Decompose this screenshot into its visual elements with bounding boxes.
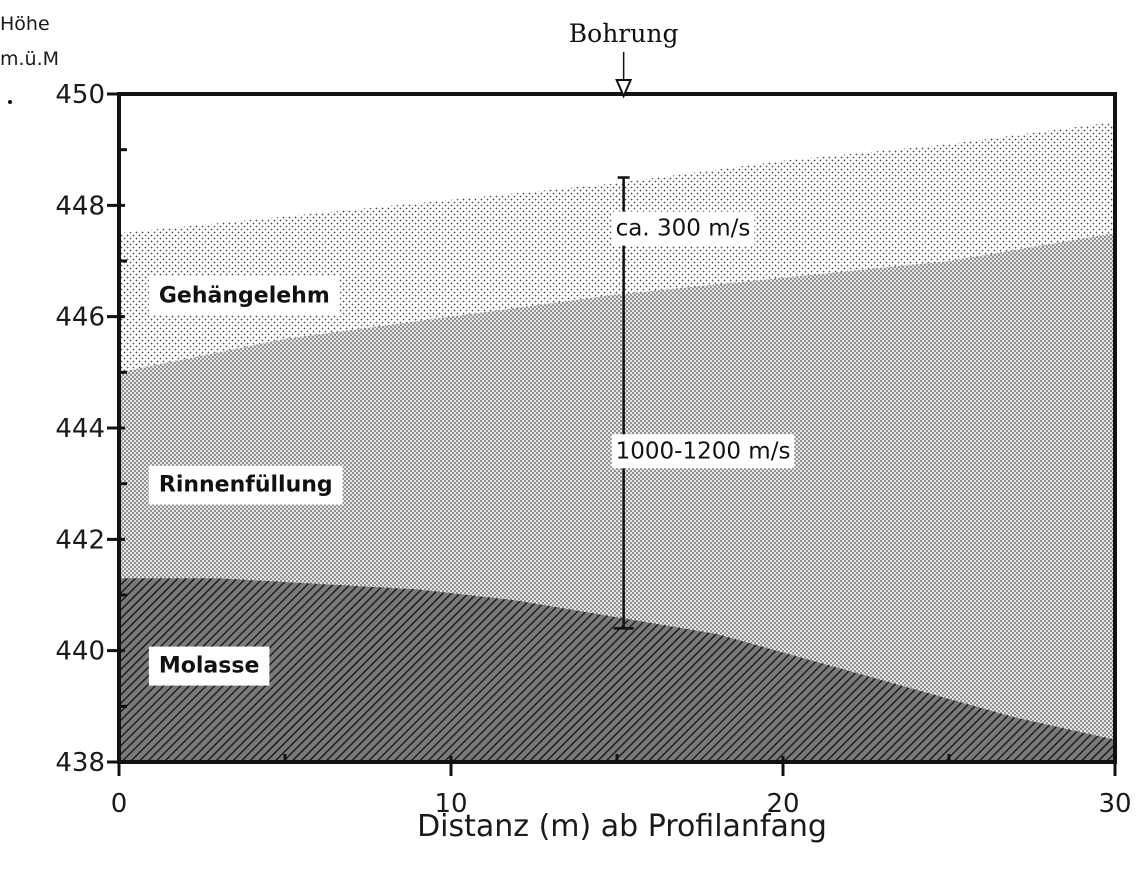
layer-label-background [148,646,270,686]
layer-label-rinnenfllung: Rinnenfüllung [148,465,343,505]
y-tick-label: 444 [55,414,105,444]
x-axis-label: Distanz (m) ab Profilanfang [417,809,827,844]
y-axis-label-line1: Höhe [0,13,50,35]
x-tick-labels: 0 10 20 30 [111,789,1132,819]
x-tick-label: 10 [434,789,467,819]
layer-label-text: Gehängelehm [159,283,330,308]
layer-label-text: Rinnenfüllung [159,473,333,498]
y-axis-label-line2: m.ü.M [0,48,59,70]
x-tick-label: 20 [766,789,799,819]
layer-molasse-area [119,578,1115,762]
layer-label-background [148,465,343,505]
y-tick-label: 442 [55,525,105,555]
borehole-marker-icon [615,79,633,99]
velocity-label: ca. 300 m/s [611,211,755,246]
borehole: Bohrung ca. 300 m/s 1000-1200 m/s [569,19,795,630]
y-tick-label: 440 [55,637,105,667]
y-tick-label: 448 [55,191,105,221]
x-tick-label: 0 [111,789,128,819]
y-tick-label: 438 [55,748,105,778]
velocity-label-background [611,211,755,246]
layer-label-molasse: Molasse [148,646,270,686]
y-tick-label: 446 [55,303,105,333]
stray-dot-mark [8,100,12,104]
velocity-label-text: 1000-1200 m/s [616,438,791,464]
borehole-label: Bohrung [569,19,679,48]
tick-marks [107,92,1117,776]
layer-label-gehngelehm: Gehängelehm [148,276,340,316]
velocity-label-background [611,434,795,469]
velocity-label-text: ca. 300 m/s [616,216,751,242]
y-tick-label: 450 [55,80,105,110]
velocity-label: 1000-1200 m/s [611,434,795,469]
x-tick-label: 30 [1098,789,1131,819]
y-tick-labels: 438 440 442 444 446 448 450 [8,80,105,778]
layer-label-background [148,276,340,316]
layer-label-text: Molasse [159,654,260,679]
